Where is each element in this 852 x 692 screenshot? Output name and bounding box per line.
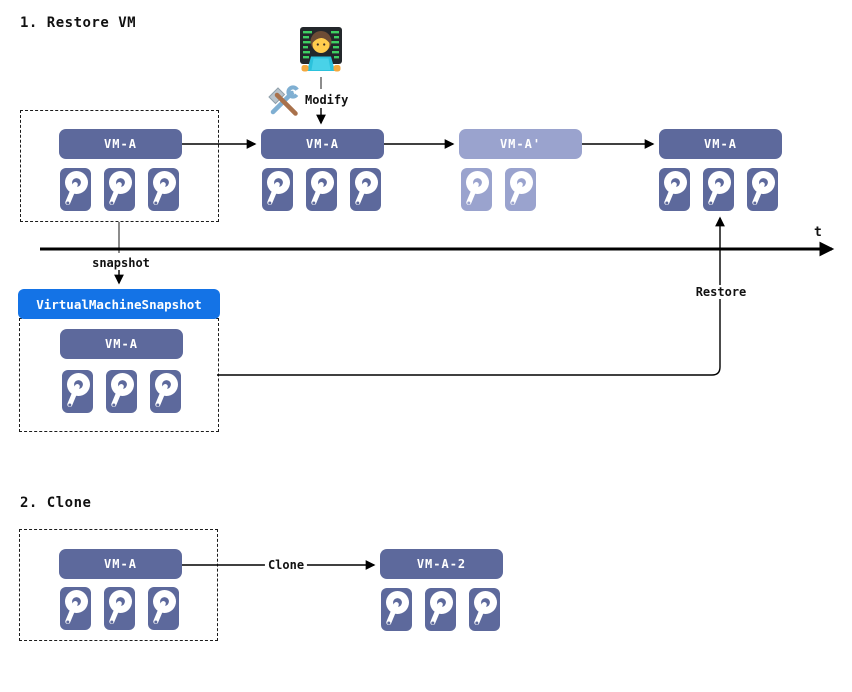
clone-target-vm-label: VM-A-2 <box>380 549 503 579</box>
vm-modified-label: VM-A <box>261 129 384 159</box>
hard-disk-icon <box>747 168 778 211</box>
hard-disk-icon <box>60 168 91 211</box>
vm-restored-label: VM-A <box>659 129 782 159</box>
hard-disk-icon <box>150 370 181 413</box>
hammer-wrench-icon <box>268 85 300 116</box>
snapshot-edge-label: snapshot <box>90 256 152 270</box>
clone-section-title: 2. Clone <box>20 495 92 511</box>
vm-restored-disks <box>659 168 778 211</box>
hard-disk-icon <box>425 588 456 631</box>
clone-source-vm-label: VM-A <box>59 549 182 579</box>
clone-edge-label: Clone <box>264 558 308 572</box>
hard-disk-icon <box>469 588 500 631</box>
restore-edge-label: Restore <box>691 285 751 299</box>
vm-prime-disks <box>461 168 536 211</box>
hard-disk-icon <box>148 168 179 211</box>
modify-label: Modify <box>305 93 349 107</box>
snapshot-vm-disks <box>62 370 181 413</box>
hard-disk-icon <box>60 587 91 630</box>
vm-modified-disks <box>262 168 381 211</box>
hard-disk-icon <box>262 168 293 211</box>
vm-prime-label: VM-A' <box>459 129 582 159</box>
technologist-icon <box>300 27 342 72</box>
hard-disk-icon <box>381 588 412 631</box>
virtualmachinesnapshot-header: VirtualMachineSnapshot <box>18 289 220 319</box>
hard-disk-icon <box>505 168 536 211</box>
snapshot-vm-label: VM-A <box>60 329 183 359</box>
timeline-label: t <box>814 225 822 240</box>
hard-disk-icon <box>106 370 137 413</box>
hard-disk-icon <box>62 370 93 413</box>
hard-disk-icon <box>703 168 734 211</box>
hard-disk-icon <box>350 168 381 211</box>
vm-source-label: VM-A <box>59 129 182 159</box>
hard-disk-icon <box>659 168 690 211</box>
restore-section-title: 1. Restore VM <box>20 15 137 31</box>
hard-disk-icon <box>461 168 492 211</box>
vm-source-disks <box>60 168 179 211</box>
hard-disk-icon <box>104 587 135 630</box>
hard-disk-icon <box>104 168 135 211</box>
clone-source-disks <box>60 587 179 630</box>
hard-disk-icon <box>306 168 337 211</box>
restore-path <box>217 216 725 376</box>
hard-disk-icon <box>148 587 179 630</box>
clone-target-disks <box>381 588 500 631</box>
